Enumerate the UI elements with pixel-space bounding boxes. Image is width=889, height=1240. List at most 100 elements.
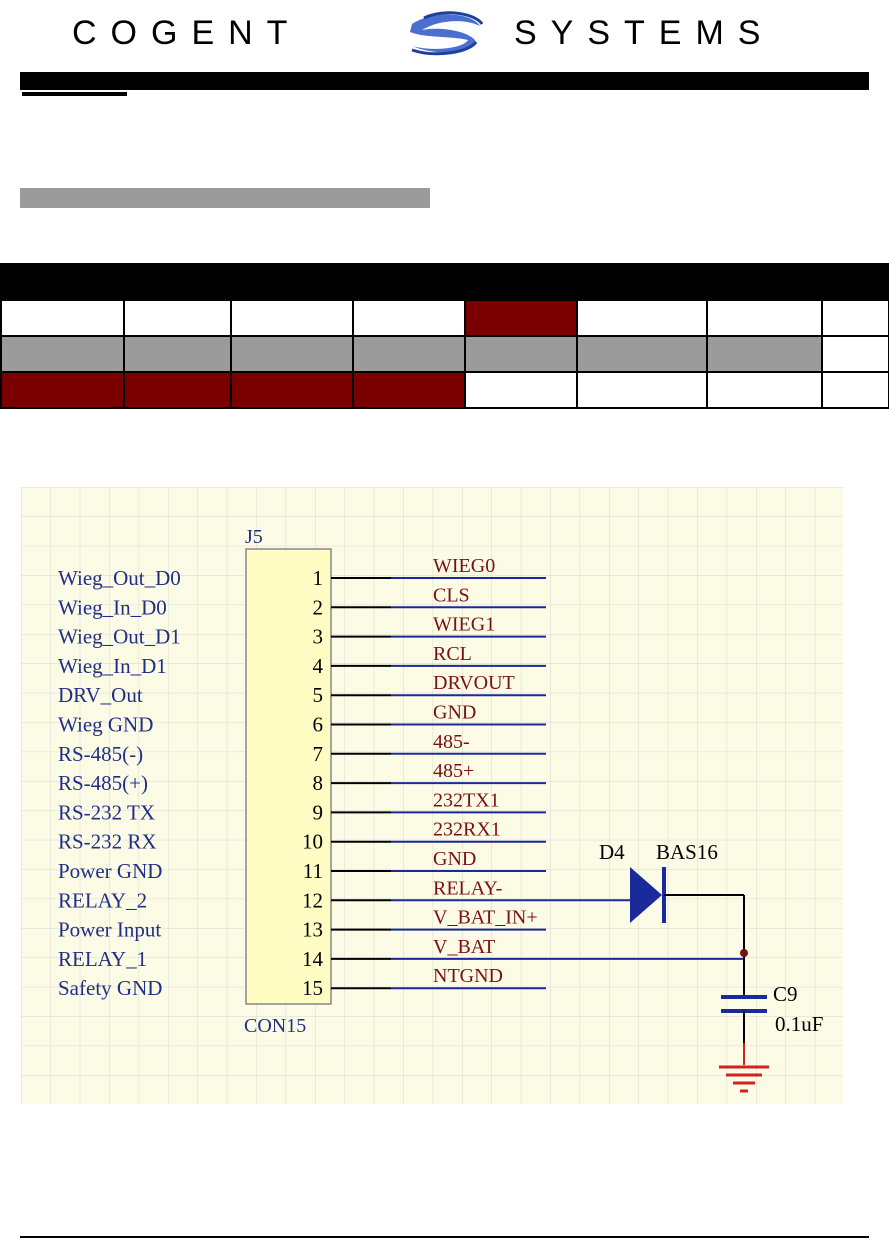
footer-rule [20, 1236, 869, 1238]
table-cell [0, 335, 125, 373]
table-cell [123, 263, 232, 301]
net-label: CLS [433, 584, 470, 606]
table-row [0, 263, 889, 301]
pin-number: 4 [313, 654, 324, 678]
table-cell [821, 263, 889, 301]
pin-label: Power GND [58, 859, 162, 883]
pin-number: 2 [313, 595, 324, 619]
diode-part: BAS16 [656, 840, 718, 864]
net-label: WIEG0 [433, 555, 495, 577]
pin-number: 5 [313, 683, 324, 707]
pin-number: 12 [302, 888, 323, 912]
pin-label: RELAY_2 [58, 888, 147, 912]
table-cell [352, 263, 466, 301]
table-cell [0, 371, 125, 409]
table-cell [352, 371, 466, 409]
pin-number: 8 [313, 771, 324, 795]
pin-label: Wieg_In_D1 [58, 654, 167, 678]
connector-designator: J5 [245, 526, 263, 548]
net-label: NTGND [433, 965, 503, 987]
pin-number: 11 [303, 859, 323, 883]
table-cell [0, 263, 125, 301]
capacitor-value: 0.1uF [775, 1012, 823, 1036]
pin-label: RS-232 TX [58, 800, 155, 824]
capacitor-designator: C9 [773, 982, 798, 1006]
logo-text-left: COGENT [72, 14, 301, 52]
table-cell [230, 263, 354, 301]
net-label: V_BAT_IN+ [433, 907, 538, 929]
table-cell [464, 263, 578, 301]
table-cell [123, 299, 232, 337]
table-cell [352, 335, 466, 373]
table-cell [123, 335, 232, 373]
pin-label: RS-485(-) [58, 742, 143, 766]
header-tab-underline [22, 92, 127, 96]
connector-part-name: CON15 [244, 1015, 306, 1037]
net-label: 232RX1 [433, 819, 501, 841]
pin-label: Safety GND [58, 976, 162, 1000]
diode-symbol-icon [630, 867, 662, 923]
pin-label: RS-232 RX [58, 830, 157, 854]
connector-body [245, 548, 332, 1005]
table-cell [576, 299, 708, 337]
table-cell [352, 299, 466, 337]
logo-text-right: SYSTEMS [514, 14, 774, 52]
table-cell [821, 371, 889, 409]
table-cell [706, 299, 823, 337]
net-label: 232TX1 [433, 789, 500, 811]
ground-icon [719, 1043, 769, 1093]
net-label: V_BAT [433, 936, 495, 958]
diode-d4: D4 BAS16 [599, 840, 745, 997]
table-cell [821, 335, 889, 373]
net-label: 485- [433, 731, 470, 753]
net-label: DRVOUT [433, 672, 515, 694]
pin-number: 10 [302, 830, 323, 854]
table-row [0, 299, 889, 337]
table-cell [123, 371, 232, 409]
pin-number: 15 [302, 976, 323, 1000]
pin-number: 3 [313, 625, 324, 649]
section-heading-bar [20, 188, 430, 208]
table-cell [464, 371, 578, 409]
table-cell [576, 263, 708, 301]
pin-label: Wieg GND [58, 713, 153, 737]
net-label: 485+ [433, 760, 474, 782]
pin-label: Wieg_Out_D0 [58, 566, 181, 590]
pin-label: RELAY_1 [58, 947, 147, 971]
table-cell [230, 299, 354, 337]
pin-number: 13 [302, 918, 323, 942]
pin-table-body [0, 263, 889, 409]
pin-number: 1 [313, 566, 324, 590]
net-label: WIEG1 [433, 614, 495, 636]
pin-label: RS-485(+) [58, 771, 148, 795]
diode-designator: D4 [599, 840, 625, 864]
table-cell [576, 371, 708, 409]
company-logo: COGENT SYSTEMS [72, 11, 774, 56]
pin-label: Wieg_Out_D1 [58, 625, 181, 649]
schematic-grid [21, 487, 843, 1104]
table-cell [464, 335, 578, 373]
pin-number: 6 [313, 713, 324, 737]
pin-table [0, 263, 889, 409]
table-cell [0, 299, 125, 337]
header-bar [20, 72, 869, 90]
junction-dot [740, 949, 748, 957]
table-row [0, 371, 889, 409]
table-row [0, 335, 889, 373]
table-cell [706, 335, 823, 373]
logo-swoosh-icon [410, 11, 484, 56]
table-cell [576, 335, 708, 373]
table-cell [706, 371, 823, 409]
pin-number: 14 [302, 947, 324, 971]
pin-label: Wieg_In_D0 [58, 595, 167, 619]
net-label: RELAY- [433, 877, 502, 899]
table-cell [230, 371, 354, 409]
table-cell [706, 263, 823, 301]
pin-number: 7 [313, 742, 324, 766]
net-label: GND [433, 702, 476, 724]
table-cell [821, 299, 889, 337]
net-label: GND [433, 848, 476, 870]
pin-number: 9 [313, 800, 324, 824]
